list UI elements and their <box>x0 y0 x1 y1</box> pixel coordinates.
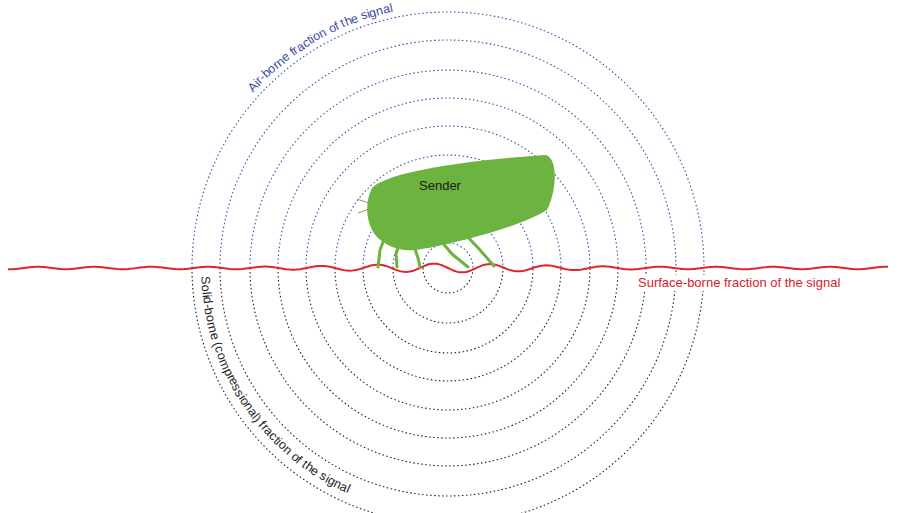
solid-wave-ring <box>192 268 704 513</box>
air-wave-ring <box>335 155 561 268</box>
air-wave-ring <box>220 40 676 268</box>
solid-wave-ring <box>220 268 676 496</box>
insect-outline <box>300 150 556 256</box>
solid-wave-ring <box>250 268 646 466</box>
solid-wave-ring <box>393 268 503 323</box>
solid-wave-ring <box>306 268 590 410</box>
insect-leg <box>465 234 494 266</box>
surfaceborne-label: Surface-borne fraction of the signal <box>636 275 842 291</box>
surface-line <box>8 264 888 273</box>
air-wave-ring <box>250 70 646 268</box>
solid-wave-ring <box>363 268 533 353</box>
sender-label: Sender <box>419 178 461 193</box>
air-wave-ring <box>192 12 704 268</box>
solid-wave-ring <box>335 268 561 381</box>
air-wave-ring <box>278 98 618 268</box>
solid-wave-ring <box>278 268 618 438</box>
wave-rings <box>192 12 704 513</box>
air-wave-ring <box>306 126 590 268</box>
sender-insect: Sender <box>300 150 556 256</box>
insect-body <box>367 155 555 250</box>
